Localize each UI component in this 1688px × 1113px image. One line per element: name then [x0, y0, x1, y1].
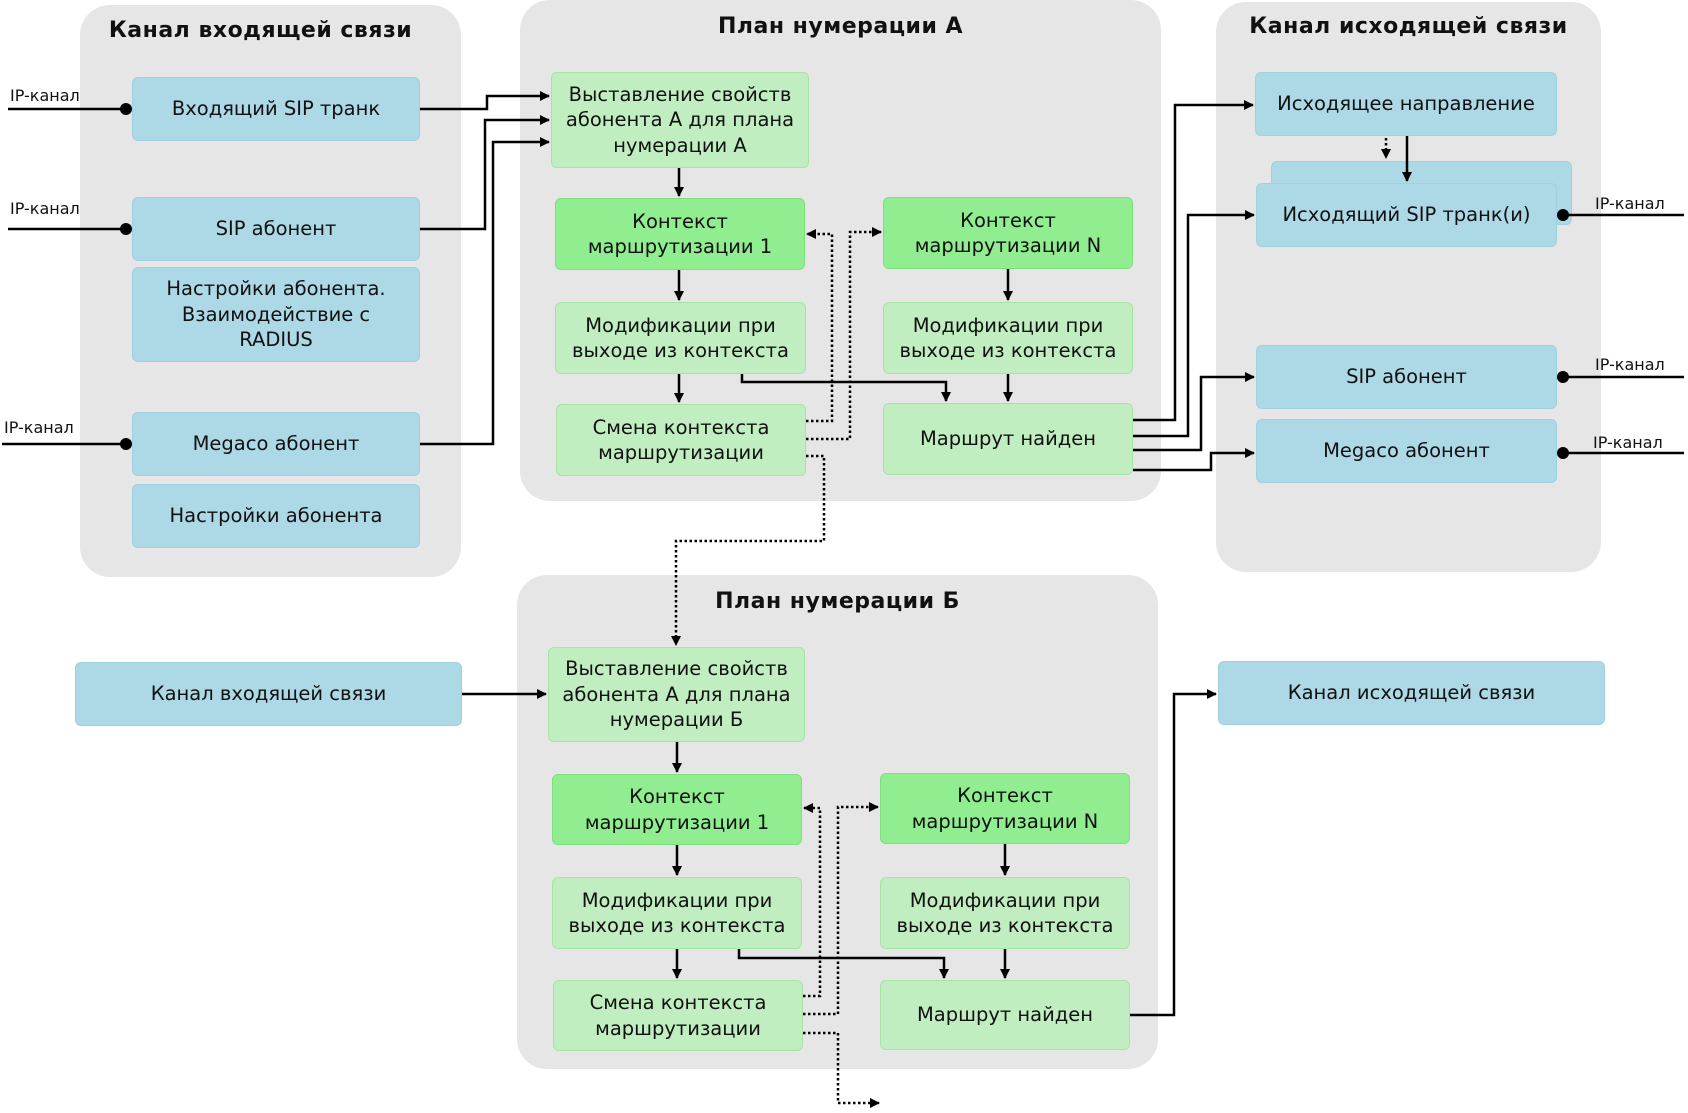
plan-b-incoming-channel[interactable]: Канал входящей связи — [75, 662, 462, 726]
plan-b-mods-n[interactable]: Модификации при выходе из контекста — [880, 877, 1130, 949]
plan-a-mods-n[interactable]: Модификации при выходе из контекста — [883, 302, 1133, 374]
outgoing-direction[interactable]: Исходящее направление — [1255, 72, 1557, 136]
plan-b-change-context[interactable]: Смена контекста маршрутизации — [553, 980, 803, 1051]
plan-b-set-props[interactable]: Выставление свойств абонента А для плана… — [548, 647, 805, 742]
plan-a-mods-1[interactable]: Модификации при выходе из контекста — [555, 302, 806, 374]
plan-a-title: План нумерации А — [717, 14, 964, 39]
plan-b-outgoing-channel[interactable]: Канал исходящей связи — [1218, 661, 1605, 725]
outgoing-sip-trunks[interactable]: Исходящий SIP транк(и) — [1256, 183, 1557, 247]
plan-a-context-1[interactable]: Контекст маршрутизации 1 — [555, 198, 805, 270]
ip-label-in-2: IP-канал — [10, 199, 80, 218]
ip-label-out-2: IP-канал — [1595, 355, 1665, 374]
incoming-megaco-subscriber[interactable]: Megaco абонент — [132, 412, 420, 476]
ip-label-in-1: IP-канал — [10, 86, 80, 105]
plan-b-title: План нумерации Б — [715, 589, 960, 614]
plan-a-set-props[interactable]: Выставление свойств абонента А для плана… — [551, 72, 809, 168]
ip-label-out-3: IP-канал — [1593, 433, 1663, 452]
plan-b-mods-1[interactable]: Модификации при выходе из контекста — [552, 877, 802, 949]
subscriber-settings[interactable]: Настройки абонента — [132, 484, 420, 548]
outgoing-megaco-subscriber[interactable]: Megaco абонент — [1256, 419, 1557, 483]
plan-a-route-found[interactable]: Маршрут найден — [883, 403, 1133, 475]
subscriber-settings-radius[interactable]: Настройки абонента. Взаимодействие с RAD… — [132, 267, 420, 362]
incoming-sip-trunk[interactable]: Входящий SIP транк — [132, 77, 420, 141]
outgoing-sip-subscriber[interactable]: SIP абонент — [1256, 345, 1557, 409]
ip-label-in-3: IP-канал — [4, 418, 74, 437]
plan-b-context-n[interactable]: Контекст маршрутизации N — [880, 773, 1130, 844]
plan-a-context-n[interactable]: Контекст маршрутизации N — [883, 197, 1133, 269]
plan-b-route-found[interactable]: Маршрут найден — [880, 980, 1130, 1050]
incoming-channel-title: Канал входящей связи — [108, 18, 413, 43]
ip-label-out-1: IP-канал — [1595, 194, 1665, 213]
outgoing-channel-title: Канал исходящей связи — [1249, 14, 1568, 39]
plan-b-context-1[interactable]: Контекст маршрутизации 1 — [552, 774, 802, 845]
incoming-sip-subscriber[interactable]: SIP абонент — [132, 197, 420, 261]
plan-a-change-context[interactable]: Смена контекста маршрутизации — [556, 404, 806, 476]
